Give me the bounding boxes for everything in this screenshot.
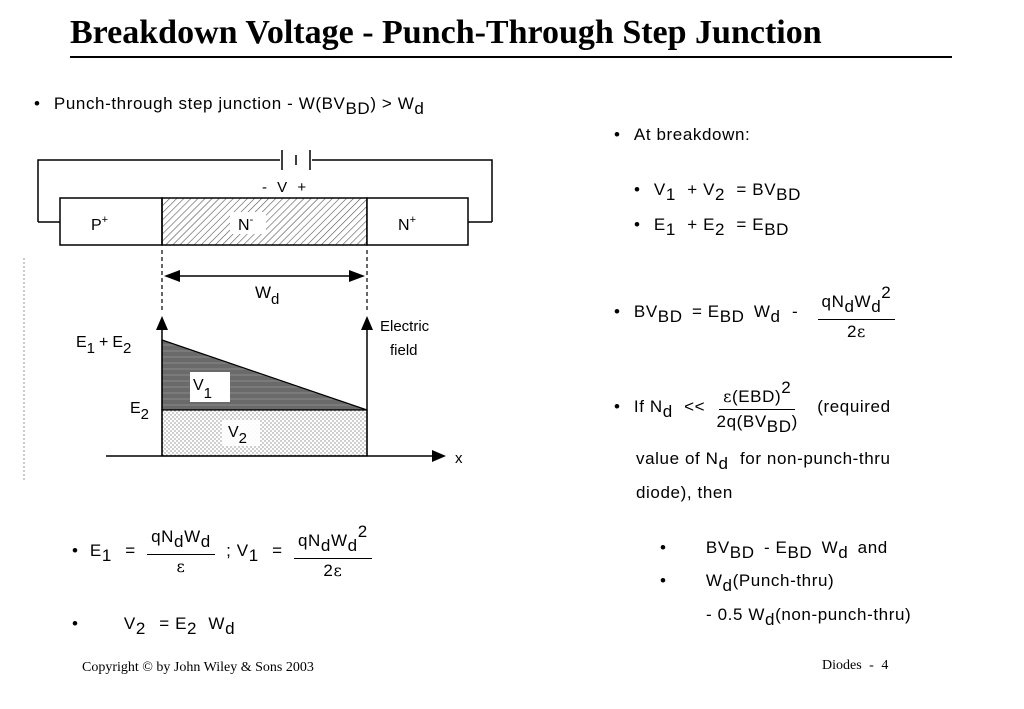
punch-through-diagram: - V + P+ N- N+ Wd V1 V2 E1+E2 E2 Electri… (23, 150, 493, 482)
result-line-1: • BVBD - EBD Wd and (660, 538, 888, 562)
intro-sub: BD (345, 99, 371, 118)
v2-label: V2 (228, 424, 247, 447)
wd-label: Wd (255, 283, 279, 308)
v2-area (161, 409, 368, 457)
e2-label: E2 (130, 400, 149, 423)
field-label: field (390, 342, 418, 359)
bv-fraction: qNdWd2 2ε (817, 283, 896, 342)
intro-bullet-line: • Punch-through step junction - W(BVBD) … (34, 94, 424, 119)
title-underline (70, 56, 952, 58)
bullet: • (34, 94, 41, 113)
bv-equation-line: • BVBD = EBD Wd - qNdWd2 2ε (614, 283, 901, 342)
v1-fraction: qNdWd2 2ε (293, 522, 372, 581)
bullet: • (72, 540, 79, 560)
v2-w-sub: d (225, 619, 236, 638)
result-line-3: - 0.5 Wd(non-punch-thru) (706, 605, 912, 629)
v2-symbol: V (123, 614, 136, 633)
value-of-nd-line: value of Nd for non-punch-thru (636, 449, 891, 473)
equals: = (125, 540, 136, 560)
intro-mid: ) > W (370, 94, 415, 113)
v2-equation: • V2 = E2 Wd (72, 614, 235, 639)
v1-label: V1 (193, 377, 212, 402)
x-axis-label: x (455, 450, 463, 467)
electric-label: Electric (380, 318, 430, 335)
v2-equals: = E (159, 614, 188, 633)
intro-text: Punch-through step junction - W(BV (53, 94, 346, 113)
bullet: • (614, 301, 621, 321)
bullet: • (660, 538, 667, 557)
battery-polarity: - V + (262, 179, 309, 196)
n-plus-label: N+ (398, 214, 416, 234)
result-line-2: • Wd(Punch-thru) (660, 571, 835, 595)
if-nd-condition-line: • If Nd << ε(EBD)2 2q(BVBD) (required (614, 378, 891, 436)
circuit-wire (37, 159, 280, 222)
at-breakdown-text: At breakdown: (633, 125, 751, 144)
bullet: • (634, 215, 641, 234)
v2-e-sub: 2 (187, 619, 198, 638)
bullet: • (614, 125, 621, 144)
bullet: • (634, 180, 641, 199)
nd-fraction: ε(EBD)2 2q(BVBD) (716, 378, 798, 436)
at-breakdown-line: • At breakdown: (614, 125, 750, 145)
intro-sub2: d (414, 99, 425, 118)
battery-icon (281, 150, 311, 170)
diode-then-line: diode), then (636, 483, 733, 502)
e1-fraction: qNdWd ε (147, 527, 215, 576)
p-plus-region (59, 197, 163, 246)
field-sum-line: • E1 + E2 = EBD (634, 215, 790, 239)
copyright-footer: Copyright © by John Wiley & Sons 2003 (82, 660, 314, 675)
v2-w: W (208, 614, 226, 633)
equals-2: = (272, 540, 283, 560)
bullet: • (614, 396, 621, 416)
e1-sub: 1 (101, 545, 112, 565)
n-minus-label: N- (238, 214, 254, 234)
slide-title: Breakdown Voltage - Punch-Through Step J… (70, 14, 822, 51)
e1-v1-equation: • E1 = qNdWd ε ; V1 = qNdWd2 2ε (72, 522, 378, 581)
p-plus-label: P+ (91, 214, 108, 234)
v2-sub: 2 (135, 619, 146, 638)
e-sum-label: E1+E2 (76, 334, 131, 357)
separator: ; V (226, 540, 249, 560)
e1-symbol: E (89, 540, 102, 560)
bullet: • (660, 571, 667, 590)
circuit-wire-right (312, 159, 493, 222)
n-plus-region (366, 197, 469, 246)
page-number: Diodes - 4 (822, 658, 889, 673)
v1-sub: 1 (248, 545, 259, 565)
bullet: • (72, 614, 79, 633)
voltage-sum-line: • V1 + V2 = BVBD (634, 180, 801, 204)
